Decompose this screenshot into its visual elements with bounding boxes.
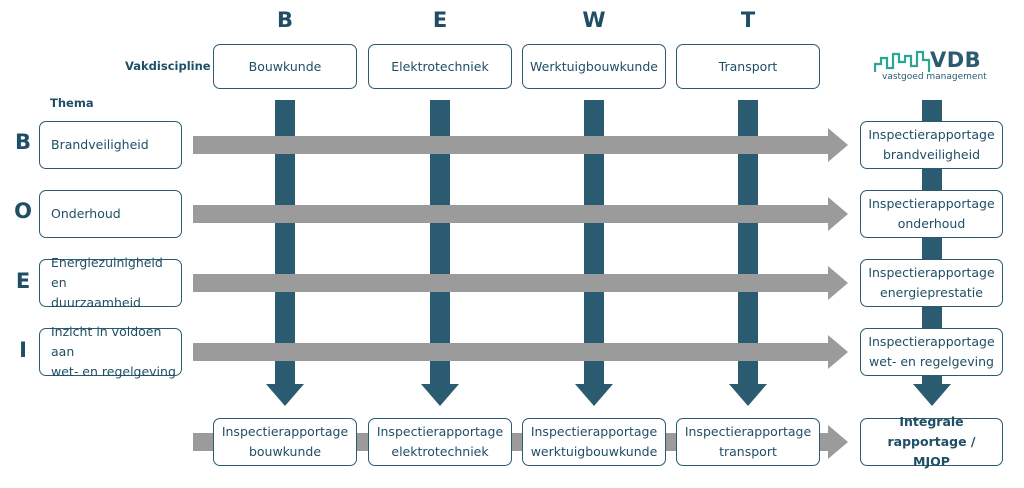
right-arrow-brandveiligheid bbox=[193, 128, 848, 162]
row-letter-o: O bbox=[14, 199, 32, 223]
report-box-werktuigbouwkunde: Inspectierapportage werktuigbouwkunde bbox=[522, 418, 666, 466]
down-arrow-transport bbox=[729, 100, 767, 406]
final-report-box: Integrale rapportage / MJOP bbox=[860, 414, 1003, 469]
theme-box-onderhoud: Onderhoud bbox=[39, 190, 182, 238]
skyline-logo-icon bbox=[874, 50, 931, 72]
down-arrow-elektrotechniek bbox=[421, 100, 459, 406]
discipline-label-transport: Transport bbox=[718, 58, 778, 74]
report-text-line2: elektrotechniek bbox=[391, 444, 489, 459]
discipline-box-werktuigbouwkunde: Werktuigbouwkunde bbox=[522, 44, 666, 89]
theme-text-line2: duurzaamheid bbox=[51, 295, 141, 310]
column-letter-e: E bbox=[432, 8, 448, 32]
report-text-line2: brandveiligheid bbox=[882, 147, 981, 162]
report-text-line1: Inspectierapportage bbox=[868, 334, 995, 349]
row-letter-i: I bbox=[19, 338, 27, 362]
discipline-box-elektrotechniek: Elektrotechniek bbox=[368, 44, 512, 89]
final-report-line1: Integrale rapportage / bbox=[887, 414, 976, 449]
report-text-line1: Inspectierapportage bbox=[868, 196, 995, 211]
final-report-line2: MJOP bbox=[913, 454, 950, 469]
vdb-logo: VDB vastgoed management bbox=[868, 46, 998, 86]
discipline-label-bouwkunde: Bouwkunde bbox=[248, 58, 322, 74]
right-arrow-onderhoud bbox=[193, 197, 848, 231]
discipline-label-elektrotechniek: Elektrotechniek bbox=[391, 58, 489, 74]
theme-text-line2: wet- en regelgeving bbox=[51, 364, 176, 379]
theme-text-line1: Energiezuinigheid en bbox=[51, 255, 163, 290]
down-arrow-werktuigbouwkunde bbox=[575, 100, 613, 406]
theme-box-wet-en-regelgeving: Inzicht in voldoen aan wet- en regelgevin… bbox=[39, 324, 182, 379]
theme-text-line1: Brandveiligheid bbox=[51, 137, 149, 152]
report-text-line1: Inspectierapportage bbox=[530, 424, 658, 439]
discipline-label-werktuigbouwkunde: Werktuigbouwkunde bbox=[530, 58, 658, 74]
right-arrow-wet-en-regelgeving bbox=[193, 335, 848, 369]
discipline-label: Vakdiscipline bbox=[125, 59, 211, 73]
report-box-elektrotechniek: Inspectierapportage elektrotechniek bbox=[368, 418, 512, 466]
column-letter-t: T bbox=[740, 8, 756, 32]
column-letter-w: W bbox=[582, 8, 606, 32]
report-text-line1: Inspectierapportage bbox=[684, 424, 812, 439]
discipline-box-bouwkunde: Bouwkunde bbox=[213, 44, 357, 89]
report-text-line1: Inspectierapportage bbox=[376, 424, 504, 439]
report-text-line1: Inspectierapportage bbox=[868, 127, 995, 142]
report-box-energieprestatie: Inspectierapportage energieprestatie bbox=[860, 259, 1003, 307]
report-text-line2: energieprestatie bbox=[880, 285, 983, 300]
report-box-onderhoud: Inspectierapportage onderhoud bbox=[860, 190, 1003, 238]
report-box-wet-en-regelgeving: Inspectierapportage wet- en regelgeving bbox=[860, 328, 1003, 376]
theme-text-line1: Inzicht in voldoen aan bbox=[51, 324, 162, 359]
report-text-line2: onderhoud bbox=[897, 216, 966, 231]
column-letter-b: B bbox=[276, 8, 293, 32]
discipline-box-transport: Transport bbox=[676, 44, 820, 89]
report-box-bouwkunde: Inspectierapportage bouwkunde bbox=[213, 418, 357, 466]
report-text-line1: Inspectierapportage bbox=[221, 424, 349, 439]
theme-box-brandveiligheid: Brandveiligheid bbox=[39, 121, 182, 169]
logo-name: VDB bbox=[930, 48, 982, 72]
right-arrow-energiezuinigheid bbox=[193, 266, 848, 300]
report-text-line2: werktuigbouwkunde bbox=[530, 444, 658, 459]
row-letter-e: E bbox=[15, 269, 31, 293]
report-box-brandveiligheid: Inspectierapportage brandveiligheid bbox=[860, 121, 1003, 169]
report-text-line1: Inspectierapportage bbox=[868, 265, 995, 280]
down-arrow-bouwkunde bbox=[266, 100, 304, 406]
theme-text-line1: Onderhoud bbox=[51, 206, 121, 221]
report-text-line2: wet- en regelgeving bbox=[869, 354, 994, 369]
report-text-line2: transport bbox=[719, 444, 777, 459]
theme-box-energiezuinigheid: Energiezuinigheid en duurzaamheid bbox=[39, 255, 182, 310]
logo-tagline: vastgoed management bbox=[882, 72, 987, 82]
report-box-transport: Inspectierapportage transport bbox=[676, 418, 820, 466]
report-text-line2: bouwkunde bbox=[248, 444, 322, 459]
theme-label: Thema bbox=[50, 96, 94, 110]
row-letter-b: B bbox=[14, 130, 31, 154]
